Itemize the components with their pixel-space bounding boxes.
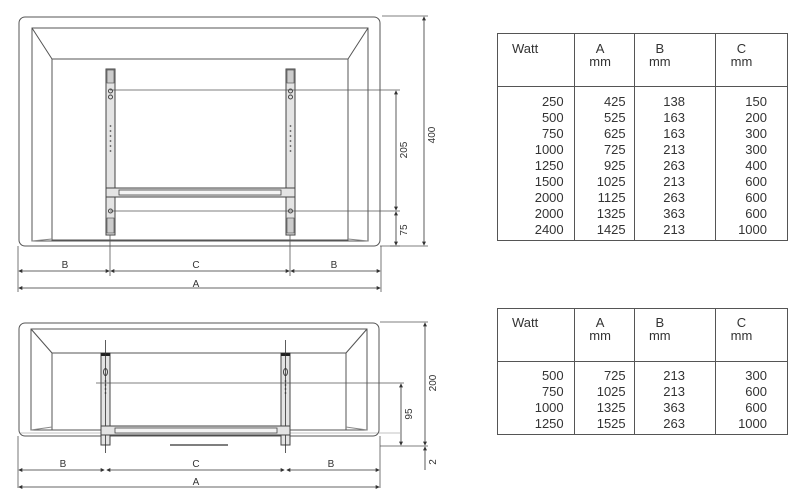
label-c-bottom: C bbox=[192, 459, 199, 470]
bracket-left bbox=[105, 68, 116, 236]
heater-front-view-low: 95 200 2 B C B A bbox=[17, 321, 439, 489]
heater-front-view-tall: 205 75 400 B C B A bbox=[17, 15, 438, 292]
label-c-top: C bbox=[192, 260, 199, 271]
dim-mount-spacing-top: 205 bbox=[399, 141, 410, 158]
header-watt: Watt bbox=[497, 308, 575, 362]
label-a-bottom: A bbox=[193, 477, 200, 488]
dim-total-height-bottom: 200 bbox=[428, 374, 439, 391]
label-b-left-top: B bbox=[62, 260, 69, 271]
label-b-left-bottom: B bbox=[60, 459, 67, 470]
dim-total-height-top: 400 bbox=[427, 126, 438, 143]
label-b-right-bottom: B bbox=[328, 459, 335, 470]
label-a-top: A bbox=[193, 279, 200, 290]
bracket-left-low bbox=[100, 340, 111, 453]
bracket-right bbox=[285, 68, 296, 236]
dim-bottom-gap: 2 bbox=[428, 459, 439, 465]
label-b-right-top: B bbox=[331, 260, 338, 271]
bracket-right-low bbox=[280, 340, 291, 453]
header-watt: Watt bbox=[497, 33, 575, 87]
dim-bottom-offset-top: 75 bbox=[399, 224, 410, 236]
dim-mount-spacing-bottom: 95 bbox=[404, 408, 415, 420]
